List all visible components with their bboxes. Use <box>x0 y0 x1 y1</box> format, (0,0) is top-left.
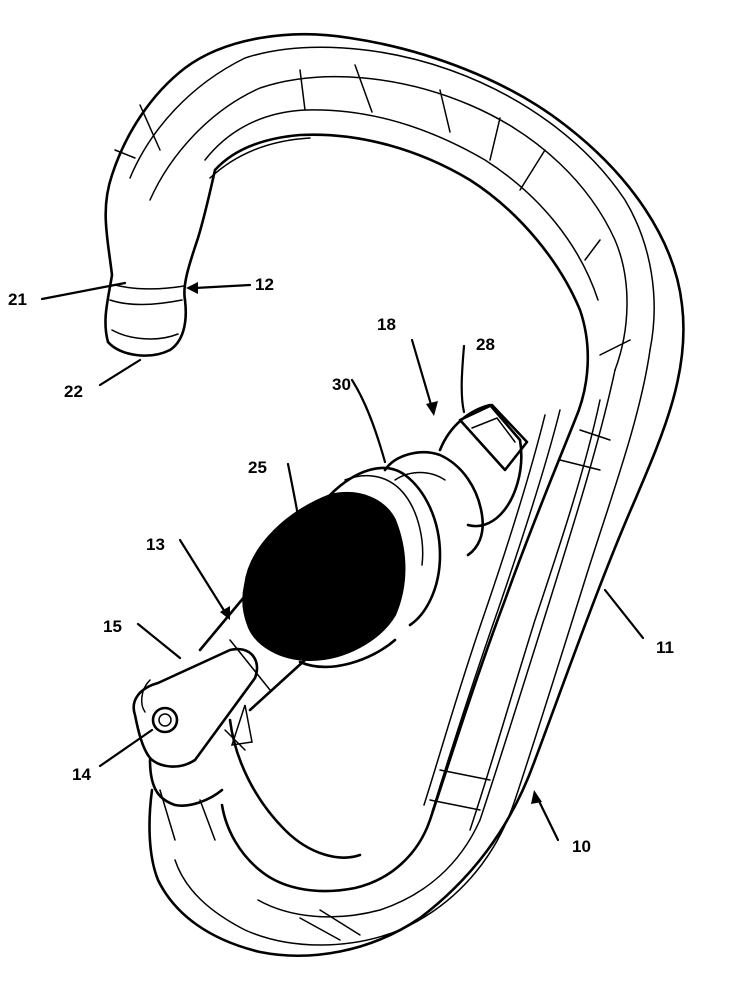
label-11: 11 <box>656 638 674 657</box>
label-22: 22 <box>64 382 83 401</box>
locking-sleeve-25 <box>242 492 406 662</box>
label-25: 25 <box>248 458 267 477</box>
label-28: 28 <box>476 335 495 354</box>
reference-numerals: 21 12 22 18 28 30 25 13 15 14 11 10 <box>8 275 674 856</box>
carabiner-frame <box>104 33 685 957</box>
label-10: 10 <box>572 837 591 856</box>
label-13: 13 <box>146 535 165 554</box>
label-12: 12 <box>255 275 274 294</box>
label-21: 21 <box>8 290 27 309</box>
label-18: 18 <box>377 315 396 334</box>
carabiner-gate <box>132 403 529 859</box>
leader-lines <box>40 281 645 842</box>
label-14: 14 <box>72 765 91 784</box>
label-30: 30 <box>332 375 351 394</box>
label-15: 15 <box>103 617 122 636</box>
rivet-14 <box>151 706 179 734</box>
